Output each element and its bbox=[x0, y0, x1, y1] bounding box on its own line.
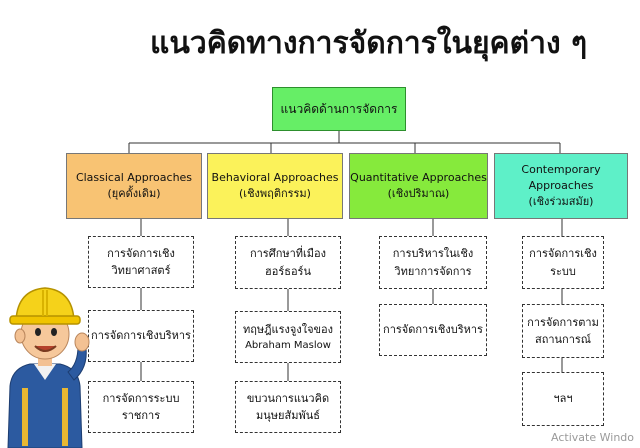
root-node: แนวคิดด้านการจัดการ bbox=[272, 87, 406, 131]
sub-hawthorne-studies: การศึกษาที่เมืองฮอร์ธอร์น bbox=[235, 236, 341, 289]
sub-systems-approach: การจัดการเชิงระบบ bbox=[522, 236, 604, 289]
sub-etc: ฯลฯ bbox=[522, 372, 604, 426]
worker-illustration bbox=[7, 287, 90, 448]
sub-administrative-management: การจัดการเชิงบริหาร bbox=[88, 310, 194, 362]
category-behavioral: Behavioral Approaches(เชิงพฤติกรรม) bbox=[207, 153, 343, 219]
activate-windows-watermark: Activate Windo bbox=[551, 431, 634, 444]
category-classical: Classical Approaches(ยุคดั้งเดิม) bbox=[66, 153, 202, 219]
sub-contingency-approach: การจัดการตามสถานการณ์ bbox=[522, 304, 604, 358]
sub-scientific-management: การจัดการเชิงวิทยาศาสตร์ bbox=[88, 236, 194, 288]
page-title: แนวคิดทางการจัดการในยุคต่าง ๆ bbox=[150, 26, 588, 61]
sub-management-science: การบริหารในเชิงวิทยาการจัดการ bbox=[379, 236, 487, 289]
category-quantitative: Quantitative Approaches(เชิงปริมาณ) bbox=[349, 153, 488, 219]
sub-human-relations: ขบวนการแนวคิดมนุษยสัมพันธ์ bbox=[235, 381, 341, 433]
sub-bureaucratic-management: การจัดการระบบราชการ bbox=[88, 381, 194, 433]
sub-quantitative-administrative: การจัดการเชิงบริหาร bbox=[379, 304, 487, 356]
